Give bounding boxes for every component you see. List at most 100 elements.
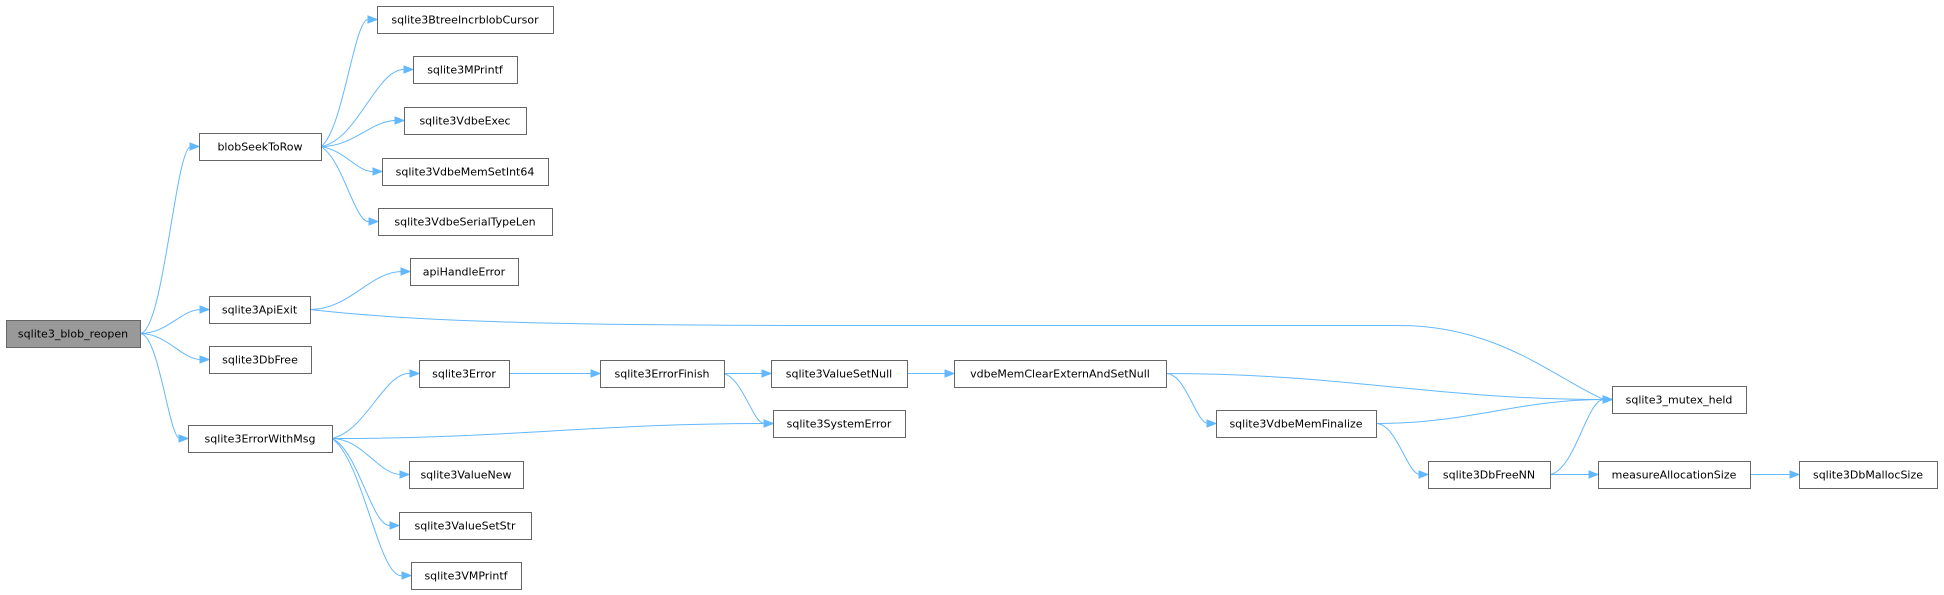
node-sqlite3valuesetstr[interactable]: sqlite3ValueSetStr [399, 512, 532, 540]
node-box [954, 360, 1167, 388]
edge-blobseektorow-to-sqlite3vdbememsetint64 [320, 146, 375, 173]
node-label: sqlite3VMPrintf [424, 570, 508, 583]
edge-sqlite3errorwithmsg-to-sqlite3vmprintf [331, 438, 404, 577]
node-sqlite3vdbememfinalize[interactable]: sqlite3VdbeMemFinalize [1216, 410, 1377, 438]
node-label: sqlite3VdbeExec [419, 115, 510, 128]
node-label: sqlite3_mutex_held [1626, 394, 1733, 407]
edge-blobseektorow-to-sqlite3mprintf [320, 68, 406, 147]
node-label: sqlite3ValueNew [420, 469, 511, 482]
arrowhead-sqlite3vdbememfinalize-to-sqlite3dbfreenn [1418, 470, 1430, 479]
arrowhead-sqlite3errorfinish-to-sqlite3valuesetnull [761, 369, 773, 378]
edge-sqlite3vdbememfinalize-to-sqlite3dbfreenn [1375, 423, 1421, 475]
node-box [771, 360, 908, 388]
node-label: sqlite3ApiExit [222, 304, 298, 317]
edge-vdbememclearexternandsetnull-to-sqlite3-mutex-held [1165, 373, 1605, 400]
node-sqlite3mprintf[interactable]: sqlite3MPrintf [413, 56, 518, 84]
node-box [1612, 386, 1747, 414]
node-sqlite3vmprintf[interactable]: sqlite3VMPrintf [411, 562, 522, 590]
arrowhead-sqlite3-blob-reopen-to-sqlite3dbfree [199, 355, 211, 364]
node-sqlite3dbmallocsize[interactable]: sqlite3DbMallocSize [1799, 461, 1938, 489]
edges-layer [139, 15, 1801, 580]
arrowhead-measureallocationsize-to-sqlite3dbmallocsize [1789, 470, 1801, 479]
node-label: sqlite3DbFree [222, 354, 298, 367]
node-label: sqlite3BtreeIncrblobCursor [391, 14, 539, 27]
arrowhead-sqlite3errorwithmsg-to-sqlite3valuesetstr [389, 521, 401, 530]
node-label: vdbeMemClearExternAndSetNull [970, 368, 1150, 381]
edge-blobseektorow-to-sqlite3vdbeserialtypelen [320, 146, 371, 223]
node-box [199, 133, 322, 161]
node-label: sqlite3_blob_reopen [18, 328, 128, 341]
node-sqlite3-mutex-held[interactable]: sqlite3_mutex_held [1612, 386, 1747, 414]
node-box [377, 6, 554, 34]
node-box [1216, 410, 1377, 438]
node-sqlite3dbfreenn[interactable]: sqlite3DbFreeNN [1428, 461, 1551, 489]
node-label: sqlite3MPrintf [427, 64, 504, 77]
node-sqlite3dbfree[interactable]: sqlite3DbFree [209, 346, 312, 374]
node-sqlite3errorwithmsg[interactable]: sqlite3ErrorWithMsg [188, 425, 333, 453]
node-box [773, 410, 906, 438]
node-label: sqlite3SystemError [787, 418, 892, 431]
edge-vdbememclearexternandsetnull-to-sqlite3vdbememfinalize [1165, 373, 1209, 424]
node-box [1799, 461, 1938, 489]
node-sqlite3valuenew[interactable]: sqlite3ValueNew [409, 461, 524, 489]
node-sqlite3-blob-reopen[interactable]: sqlite3_blob_reopen [6, 320, 141, 348]
arrowhead-sqlite3errorwithmsg-to-sqlite3valuenew [399, 470, 411, 479]
node-sqlite3vdbememsetint64[interactable]: sqlite3VdbeMemSetInt64 [382, 158, 549, 186]
node-box [413, 56, 518, 84]
arrowhead-sqlite3dbfreenn-to-measureallocationsize [1588, 470, 1600, 479]
node-sqlite3vdbeexec[interactable]: sqlite3VdbeExec [404, 107, 527, 135]
node-box [209, 346, 312, 374]
node-sqlite3errorfinish[interactable]: sqlite3ErrorFinish [600, 360, 725, 388]
node-box [378, 208, 553, 236]
arrowhead-blobseektorow-to-sqlite3btreeincrblobcursor [367, 15, 379, 24]
arrowhead-vdbememclearexternandsetnull-to-sqlite3vdbememfinalize [1206, 419, 1218, 428]
edge-sqlite3apiexit-to-apihandleerror [309, 271, 403, 310]
edge-sqlite3errorwithmsg-to-sqlite3systemerror [331, 423, 766, 439]
arrowhead-sqlite3error-to-sqlite3errorfinish [590, 369, 602, 378]
arrowhead-sqlite3-blob-reopen-to-sqlite3apiexit [199, 305, 211, 314]
arrowhead-blobseektorow-to-sqlite3vdbeserialtypelen [368, 217, 380, 226]
arrowhead-blobseektorow-to-sqlite3vdbeexec [394, 116, 406, 125]
node-box [600, 360, 725, 388]
node-label: sqlite3DbMallocSize [1813, 469, 1923, 482]
arrowhead-sqlite3errorfinish-to-sqlite3systemerror [763, 419, 775, 428]
node-sqlite3btreeincrblobcursor[interactable]: sqlite3BtreeIncrblobCursor [377, 6, 554, 34]
node-label: blobSeekToRow [217, 141, 302, 154]
edge-sqlite3errorwithmsg-to-sqlite3valuesetstr [331, 438, 392, 527]
node-sqlite3error[interactable]: sqlite3Error [419, 360, 510, 388]
node-box [209, 296, 311, 324]
edge-sqlite3errorwithmsg-to-sqlite3error [331, 372, 412, 439]
edge-sqlite3-blob-reopen-to-sqlite3apiexit [139, 309, 202, 334]
node-measureallocationsize[interactable]: measureAllocationSize [1598, 461, 1751, 489]
arrowhead-sqlite3apiexit-to-apihandleerror [400, 267, 412, 276]
arrowhead-blobseektorow-to-sqlite3vdbememsetint64 [372, 167, 384, 176]
node-label: sqlite3Error [432, 368, 496, 381]
node-box [409, 461, 524, 489]
arrowhead-sqlite3errorwithmsg-to-sqlite3error [409, 369, 421, 378]
node-label: apiHandleError [423, 266, 506, 279]
node-sqlite3valuesetnull[interactable]: sqlite3ValueSetNull [771, 360, 908, 388]
node-box [419, 360, 510, 388]
node-label: sqlite3VdbeMemFinalize [1229, 418, 1362, 431]
edge-sqlite3errorfinish-to-sqlite3systemerror [723, 373, 766, 424]
arrowhead-blobseektorow-to-sqlite3mprintf [403, 65, 415, 74]
arrowhead-sqlite3dbfreenn-to-sqlite3-mutex-held [1602, 395, 1614, 404]
node-apihandleerror[interactable]: apiHandleError [410, 258, 519, 286]
node-label: sqlite3ValueSetNull [786, 368, 893, 381]
node-blobseektorow[interactable]: blobSeekToRow [199, 133, 322, 161]
edge-blobseektorow-to-sqlite3btreeincrblobcursor [320, 19, 370, 147]
node-sqlite3systemerror[interactable]: sqlite3SystemError [773, 410, 906, 438]
node-vdbememclearexternandsetnull[interactable]: vdbeMemClearExternAndSetNull [954, 360, 1167, 388]
node-label: sqlite3DbFreeNN [1443, 469, 1535, 482]
node-label: sqlite3ErrorFinish [614, 368, 709, 381]
node-sqlite3apiexit[interactable]: sqlite3ApiExit [209, 296, 311, 324]
node-box [1428, 461, 1551, 489]
arrowhead-sqlite3-blob-reopen-to-blobseektorow [189, 142, 201, 151]
node-box [404, 107, 527, 135]
arrowhead-sqlite3-blob-reopen-to-sqlite3errorwithmsg [178, 434, 190, 443]
node-sqlite3vdbeserialtypelen[interactable]: sqlite3VdbeSerialTypeLen [378, 208, 553, 236]
edge-sqlite3-blob-reopen-to-sqlite3errorwithmsg [139, 333, 181, 439]
edge-sqlite3errorwithmsg-to-sqlite3valuenew [331, 438, 402, 475]
node-box [188, 425, 333, 453]
